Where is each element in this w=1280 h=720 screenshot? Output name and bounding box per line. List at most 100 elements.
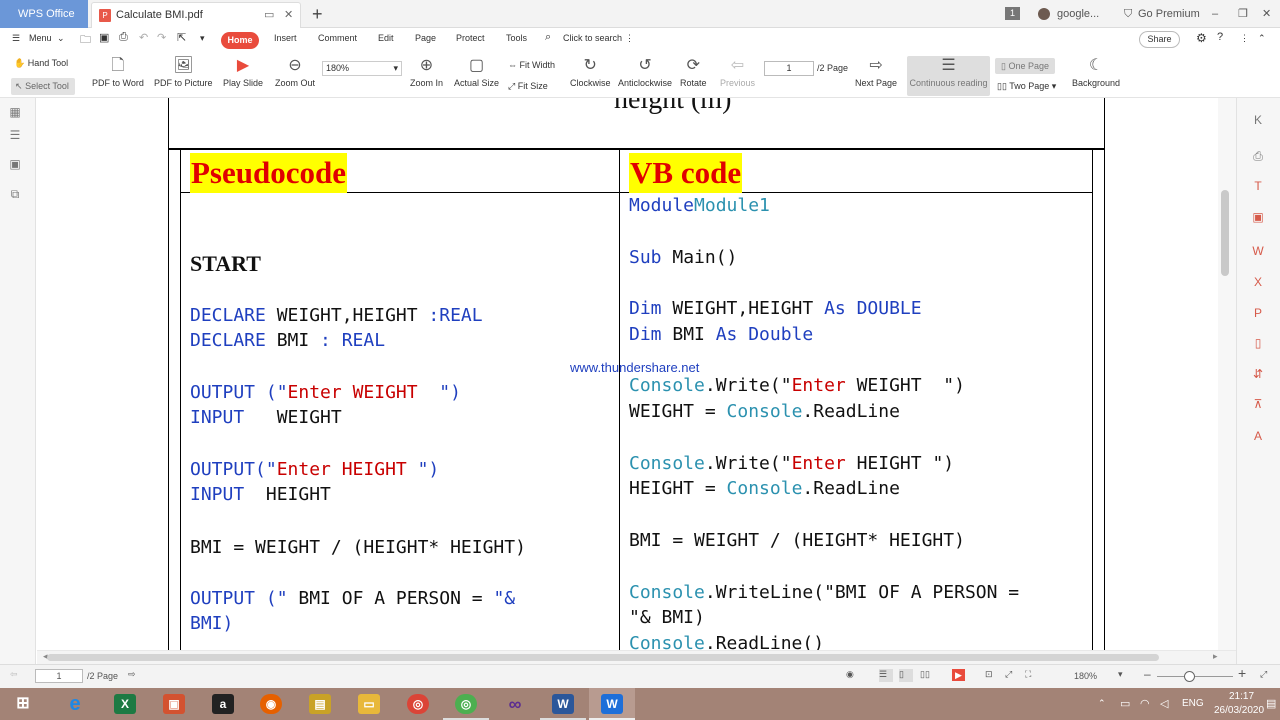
- horizontal-scroll-thumb[interactable]: [47, 654, 1159, 661]
- zoom-slider[interactable]: [1157, 676, 1233, 677]
- close-window-icon[interactable]: ✕: [1262, 8, 1272, 20]
- tab-comment[interactable]: Comment: [318, 33, 358, 43]
- pdf-to-word-button[interactable]: 🗋PDF to Word: [92, 56, 144, 88]
- horizontal-scrollbar[interactable]: ◂ ▸: [37, 650, 1236, 664]
- notifications-icon[interactable]: ▤: [1266, 698, 1277, 710]
- next-page-icon[interactable]: ⇨: [128, 669, 136, 679]
- chevron-down-icon[interactable]: ⌄: [57, 33, 65, 43]
- text-icon[interactable]: T: [1254, 179, 1262, 193]
- continuous-view-icon[interactable]: ▯: [899, 669, 913, 682]
- zoom-select[interactable]: 180%▾: [322, 61, 402, 76]
- previous-button[interactable]: ⇦Previous: [720, 56, 755, 88]
- fit-width-button[interactable]: ⇔ Fit Width: [508, 60, 555, 70]
- taskbar-visual-studio[interactable]: ∞: [492, 688, 538, 720]
- compress-icon[interactable]: ⊼: [1253, 397, 1263, 411]
- fit-page-icon[interactable]: ⊡: [985, 669, 993, 679]
- convert-word-icon[interactable]: W: [1252, 244, 1264, 258]
- play-icon[interactable]: ▶: [952, 669, 965, 681]
- clockwise-button[interactable]: ↻Clockwise: [570, 56, 611, 88]
- taskbar-amazon[interactable]: a: [200, 688, 246, 720]
- settings-icon[interactable]: ⚙: [1196, 31, 1207, 45]
- help-icon[interactable]: ?: [1217, 31, 1224, 43]
- tab-insert[interactable]: Insert: [274, 33, 297, 43]
- more-icon[interactable]: ▾: [200, 33, 205, 43]
- wifi-icon[interactable]: ◠: [1140, 698, 1150, 710]
- actual-size-button[interactable]: ▢Actual Size: [454, 56, 499, 88]
- vertical-scrollbar[interactable]: [1218, 98, 1236, 650]
- new-tab-button[interactable]: +: [312, 4, 323, 24]
- taskbar-app[interactable]: ▤: [297, 688, 343, 720]
- tab-home[interactable]: Home: [221, 32, 259, 49]
- open-icon[interactable]: 🗀: [80, 34, 91, 46]
- go-premium-link[interactable]: Go Premium: [1138, 8, 1200, 20]
- start-button[interactable]: ⊞: [0, 688, 46, 720]
- collapse-ribbon-icon[interactable]: ⌃: [1258, 33, 1266, 43]
- tab-tools[interactable]: Tools: [506, 33, 528, 43]
- volume-icon[interactable]: ◁: [1160, 698, 1169, 710]
- network-icon[interactable]: ▭: [1120, 698, 1131, 710]
- tray-chevron-icon[interactable]: ⌃: [1098, 698, 1106, 708]
- redo-icon[interactable]: ↷: [157, 32, 167, 44]
- play-slide-button[interactable]: ▶Play Slide: [223, 56, 263, 88]
- collapse-panel-icon[interactable]: K: [1253, 113, 1262, 127]
- taskbar-ie[interactable]: e: [52, 688, 98, 720]
- previous-page-icon[interactable]: ⇦: [10, 669, 18, 679]
- anticlockwise-button[interactable]: ↺Anticlockwise: [618, 56, 672, 88]
- more-options-icon[interactable]: ⋮: [1240, 33, 1249, 43]
- scroll-left-icon[interactable]: ◂: [43, 651, 48, 661]
- hamburger-icon[interactable]: ☰: [12, 33, 21, 43]
- rotate-button[interactable]: ⟳Rotate: [680, 56, 707, 88]
- share-button[interactable]: Share: [1139, 31, 1180, 48]
- print-icon[interactable]: ⎙: [119, 31, 128, 43]
- continuous-reading-button[interactable]: ☰Continuous reading: [907, 56, 990, 96]
- print-icon[interactable]: ⎙: [1253, 149, 1263, 163]
- images-icon[interactable]: ▣: [9, 157, 21, 171]
- convert-ppt-icon[interactable]: P: [1253, 306, 1262, 320]
- taskbar-photos[interactable]: ▣: [151, 688, 197, 720]
- two-page-view-icon[interactable]: ▯▯: [920, 669, 930, 679]
- tab-protect[interactable]: Protect: [456, 33, 485, 43]
- status-zoom-value[interactable]: 180%: [1074, 671, 1098, 681]
- fit-size-button[interactable]: ⤢ Fit Size: [508, 81, 548, 92]
- document-canvas[interactable]: height (m) Pseudocode VB code START DECL…: [37, 98, 1218, 650]
- account-name[interactable]: google...: [1057, 8, 1100, 20]
- one-page-button[interactable]: ▯ One Page: [995, 58, 1055, 74]
- status-zoom-chevron-icon[interactable]: ▾: [1118, 669, 1123, 679]
- scroll-right-icon[interactable]: ▸: [1213, 651, 1218, 661]
- single-page-view-icon[interactable]: ☰: [879, 669, 893, 682]
- tab-page[interactable]: Page: [415, 33, 437, 43]
- translate-icon[interactable]: A: [1253, 429, 1262, 443]
- zoom-in-icon[interactable]: +: [1238, 665, 1247, 681]
- search-input[interactable]: Click to search: [563, 33, 623, 43]
- bookmarks-icon[interactable]: ☰: [9, 128, 21, 142]
- annotations-icon[interactable]: ⧉: [10, 187, 20, 201]
- select-tool-button[interactable]: ↖ Select Tool: [11, 78, 75, 95]
- page-icon[interactable]: ▯: [1254, 336, 1262, 350]
- search-options-icon[interactable]: ⋮: [625, 33, 634, 43]
- avatar[interactable]: [1038, 8, 1050, 20]
- next-page-button[interactable]: ⇨Next Page: [855, 56, 897, 88]
- undo-icon[interactable]: ↶: [139, 32, 149, 44]
- zoom-out-button[interactable]: ⊖Zoom Out: [275, 56, 315, 88]
- tab-close-icon[interactable]: ✕: [284, 9, 294, 21]
- clock-time[interactable]: 21:17: [1229, 691, 1255, 702]
- eye-icon[interactable]: ◉: [846, 669, 854, 679]
- maximize-icon[interactable]: ❐: [1238, 8, 1248, 20]
- pdf-to-picture-button[interactable]: 🖼PDF to Picture: [154, 56, 213, 88]
- background-button[interactable]: ☾Background: [1072, 56, 1120, 88]
- hand-tool-button[interactable]: ✋ Hand Tool: [14, 58, 68, 69]
- tab-edit[interactable]: Edit: [378, 33, 394, 43]
- clock-date[interactable]: 26/03/2020: [1214, 705, 1265, 716]
- wps-office-tab[interactable]: WPS Office: [0, 0, 88, 28]
- export-icon[interactable]: ⇱: [177, 32, 187, 44]
- language-indicator[interactable]: ENG: [1182, 698, 1204, 709]
- taskbar-wps[interactable]: W: [589, 688, 635, 720]
- fullscreen-icon[interactable]: ⛶: [1025, 669, 1032, 679]
- taskbar-excel[interactable]: X: [102, 688, 148, 720]
- expand-icon[interactable]: ⤢: [1260, 669, 1268, 679]
- menu-button[interactable]: Menu: [29, 33, 52, 43]
- page-number-input[interactable]: 1: [764, 61, 814, 76]
- taskbar-word[interactable]: W: [540, 688, 586, 720]
- taskbar-chrome[interactable]: ◎: [395, 688, 441, 720]
- taskbar-firefox[interactable]: ◉: [248, 688, 294, 720]
